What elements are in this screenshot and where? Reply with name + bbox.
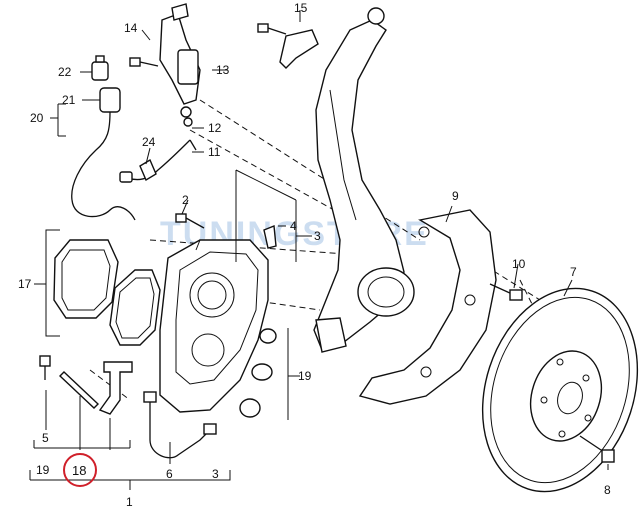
highlight-circle	[63, 453, 97, 487]
splash-shield-9	[358, 209, 497, 405]
brake-hose-11	[119, 139, 197, 183]
connector-22	[91, 55, 109, 81]
label-14: 14	[124, 21, 138, 35]
bolt-14	[129, 57, 159, 67]
seal-rings-19	[239, 328, 277, 418]
clip-spring	[98, 361, 133, 415]
bleeder-4	[263, 225, 277, 249]
label-3-upper: 3	[314, 229, 321, 243]
label-4: 4	[290, 219, 297, 233]
label-21: 21	[62, 93, 76, 107]
label-11: 11	[208, 145, 221, 159]
label-5: 5	[42, 431, 49, 445]
label-22: 22	[58, 65, 72, 79]
label-leaders	[29, 10, 609, 490]
bracket-15	[257, 23, 319, 69]
label-7: 7	[570, 265, 577, 279]
label-12: 12	[208, 121, 222, 135]
label-13: 13	[216, 63, 230, 77]
label-15: 15	[294, 1, 308, 15]
label-19-left: 19	[36, 463, 50, 477]
label-18: 18	[72, 463, 86, 478]
brake-pads-17	[53, 239, 161, 346]
label-2: 2	[182, 193, 189, 207]
label-6: 6	[166, 467, 173, 481]
label-19-right: 19	[298, 369, 312, 383]
label-3-lower: 3	[212, 467, 219, 481]
label-17: 17	[18, 277, 32, 291]
label-20: 20	[30, 111, 44, 125]
label-24: 24	[142, 135, 156, 149]
brake-caliper	[159, 239, 269, 413]
label-1: 1	[126, 495, 133, 509]
brake-disc-7	[481, 287, 639, 493]
bolt-2	[175, 213, 205, 229]
label-10: 10	[512, 257, 526, 271]
bolt-10	[489, 283, 523, 301]
part-labels: 14 15 13 22 21 20 24 12 11 2 4 3 17 19 9…	[18, 1, 611, 509]
bolt-8	[579, 435, 615, 463]
label-9: 9	[452, 189, 459, 203]
sensor-bracket	[159, 3, 201, 127]
brake-line-6	[143, 391, 217, 459]
guide-pin-18	[58, 371, 100, 409]
label-8: 8	[604, 483, 611, 497]
bolt-5	[39, 355, 51, 380]
steering-knuckle	[313, 7, 415, 353]
highlighted-label-18[interactable]: 18	[63, 453, 97, 487]
sensor-21	[71, 87, 136, 221]
clip-24	[139, 158, 157, 182]
